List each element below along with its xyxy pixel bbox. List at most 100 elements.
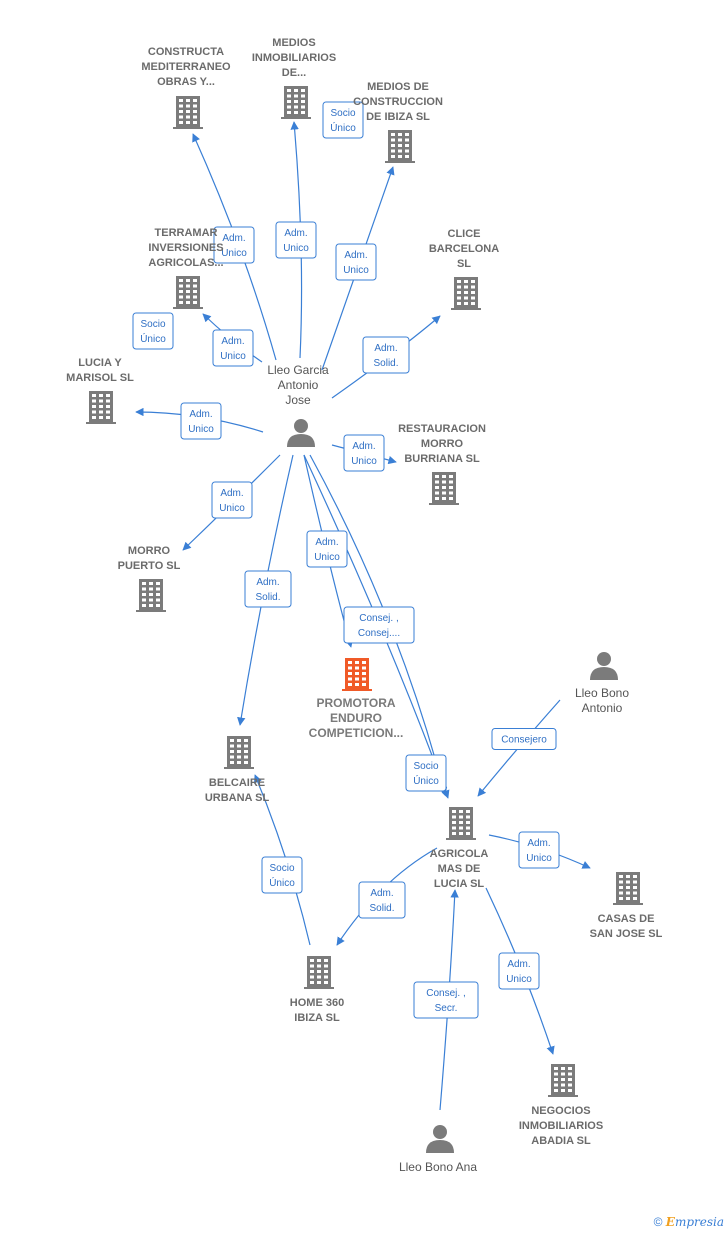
node-label-line: MORRO [421, 438, 464, 450]
relation-label[interactable]: Adm.Unico [518, 831, 560, 869]
node-label-line: CONSTRUCTA [148, 46, 224, 58]
relation-label[interactable]: Adm.Unico [335, 243, 377, 281]
relation-label-text: Unico [221, 248, 247, 259]
node-label-line: Lleo Garcia [267, 363, 329, 377]
relation-label-text: Adm. [222, 233, 245, 244]
relation-label-text: Adm. [256, 577, 279, 588]
building-icon [548, 1064, 578, 1097]
building-icon [86, 391, 116, 424]
node-medios-inm[interactable]: MEDIOSINMOBILIARIOSDE... [252, 37, 336, 119]
copyright-symbol: © [653, 1215, 663, 1229]
building-icon [224, 736, 254, 769]
node-morro[interactable]: MORRO PUERTO SL [118, 545, 181, 612]
building-icon [281, 86, 311, 119]
relation-label-text: Solid. [255, 592, 280, 603]
node-label-line: ABADIA SL [531, 1135, 591, 1147]
node-terramar[interactable]: TERRAMAR INVERSIONES AGRICOLAS... [148, 227, 224, 309]
node-label-line: Lleo Bono [575, 686, 629, 700]
node-label-line: OBRAS Y... [157, 76, 215, 88]
relation-label-box [491, 728, 557, 750]
building-icon [173, 276, 203, 309]
relation-label[interactable]: Consej. ,Secr. [413, 981, 479, 1019]
node-label-line: MORRO [128, 545, 171, 557]
person-icon [287, 419, 315, 447]
relation-label[interactable]: Adm. Unico [211, 481, 253, 519]
relation-label[interactable]: Adm.Unico [306, 530, 348, 568]
relation-label-box [362, 336, 410, 374]
brand-logo[interactable]: Empresia [666, 1215, 724, 1229]
node-medios-con[interactable]: MEDIOS DE CONSTRUCCION DE IBIZA SL [353, 81, 443, 163]
node-label-line: TERRAMAR [155, 227, 218, 239]
relation-label[interactable]: Adm. Solid. [244, 570, 292, 608]
relation-label-text: Adm. [352, 441, 375, 452]
node-label-line: BURRIANA SL [404, 453, 480, 465]
relation-label[interactable]: Adm.Unico [275, 221, 317, 259]
node-label-line: CASAS DE [598, 913, 655, 925]
relation-label-text: Adm. [507, 959, 530, 970]
relation-label[interactable]: Adm.Unico [498, 952, 540, 990]
relation-label-box [213, 226, 255, 264]
node-label-line: SL [457, 258, 471, 270]
node-label-line: DE... [282, 67, 306, 79]
node-promotora[interactable]: PROMOTORAENDUROCOMPETICION... [309, 658, 404, 740]
node-label-line: AGRICOLAS... [148, 257, 223, 269]
node-label-line: MEDIOS DE [367, 81, 429, 93]
node-label-line: COMPETICION... [309, 726, 404, 740]
building-icon [613, 872, 643, 905]
relation-label-box [306, 530, 348, 568]
relation-label[interactable]: Adm.Unico [212, 329, 254, 367]
relation-label[interactable]: Adm.Solid. [362, 336, 410, 374]
relation-label-text: Único [330, 121, 356, 134]
relation-label-box [244, 570, 292, 608]
relation-label-text: Unico [526, 853, 552, 864]
relation-label-text: Adm. [220, 488, 243, 499]
relation-labels-layer: Adm.UnicoAdm.UnicoSocioÚnicoAdm.UnicoAdm… [132, 101, 560, 1019]
relation-label-text: Unico [188, 424, 214, 435]
relation-label-text: Unico [220, 351, 246, 362]
relation-label[interactable]: Consej. ,Consej.... [343, 606, 415, 644]
node-label-line: PUERTO SL [118, 560, 181, 572]
relation-label[interactable]: Adm.Unico [343, 434, 385, 472]
relation-label-text: Secr. [435, 1003, 458, 1014]
relation-label-text: Unico [314, 552, 340, 563]
node-label-line: CLICE [448, 228, 481, 240]
relation-label-text: Solid. [373, 358, 398, 369]
node-label-line: INVERSIONES [148, 242, 223, 254]
relation-label-text: Adm. [284, 228, 307, 239]
relation-label[interactable]: Adm. Unico [213, 226, 255, 264]
node-lleo-bono-ana[interactable]: Lleo Bono Ana [399, 1125, 477, 1174]
node-label-line: PROMOTORA [316, 696, 395, 710]
node-label-line: DE IBIZA SL [366, 111, 430, 123]
relation-label-box [275, 221, 317, 259]
person-icon [590, 652, 618, 680]
relation-label[interactable]: Consejero [491, 728, 557, 750]
brand-rest: mpresia [674, 1215, 724, 1229]
node-label-line: INMOBILIARIOS [252, 52, 336, 64]
building-icon [173, 96, 203, 129]
relation-label[interactable]: Adm.Solid. [358, 881, 406, 919]
relation-label[interactable]: Adm.Unico [180, 402, 222, 440]
relation-label-text: Unico [343, 265, 369, 276]
node-label-line: AGRICOLA [430, 848, 489, 860]
building-icon [429, 472, 459, 505]
relation-label-box [211, 481, 253, 519]
relation-label-text: Consej.... [358, 628, 400, 639]
node-label-line: CONSTRUCCION [353, 96, 443, 108]
relation-label-text: Unico [219, 503, 245, 514]
